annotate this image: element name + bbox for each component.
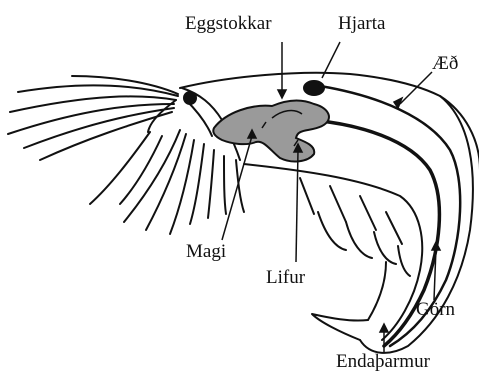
antennae [8,76,178,160]
heart [304,81,324,95]
label-rectum: Endaþarmur [336,352,430,371]
label-vein: Æð [432,54,458,73]
walking-legs [90,130,244,234]
label-liver: Lifur [266,268,305,287]
eye [184,92,196,104]
liver-leader [296,150,298,262]
label-stomach: Magi [186,242,226,261]
label-intestine: Görn [416,300,455,319]
vein-leader [400,72,432,104]
label-heart: Hjarta [338,14,385,33]
label-ovary: Eggstokkar [185,14,272,33]
stomach-liver-organ [213,100,329,161]
pleopods [318,212,410,276]
telson [312,314,368,340]
